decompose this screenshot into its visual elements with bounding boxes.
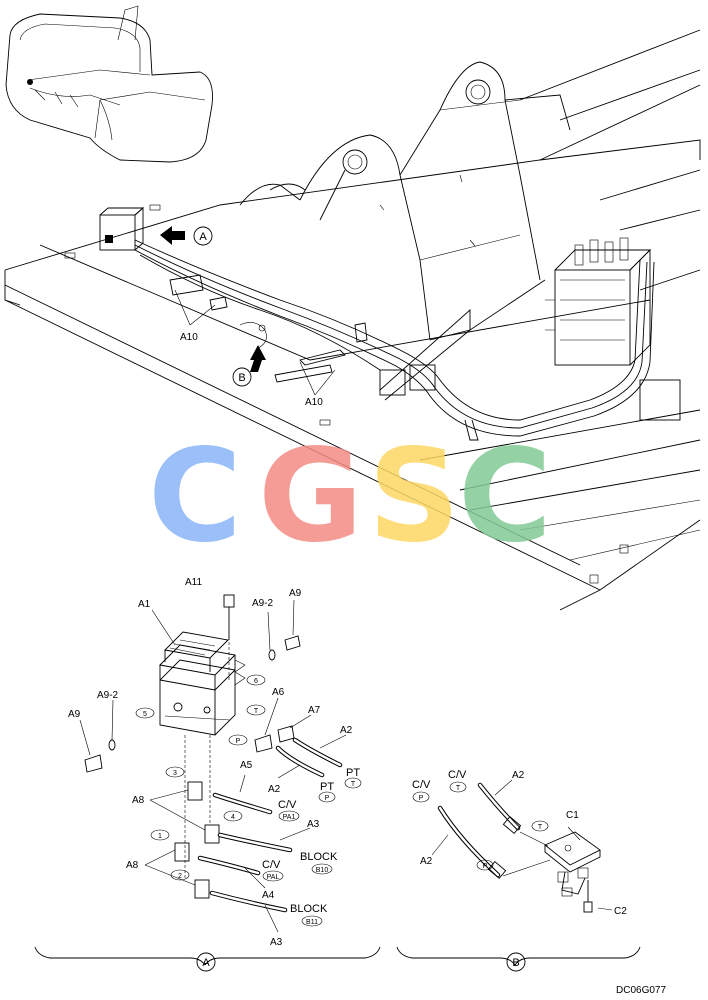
label-a2-left: A2	[268, 784, 281, 795]
watermark-letter-s: S	[368, 422, 460, 571]
label-a11: A11	[185, 577, 202, 588]
tag-port-t-b: T	[456, 785, 461, 792]
label-a3-lower: A3	[270, 937, 283, 948]
callout-arrow-b	[250, 345, 266, 372]
label-a9-2-left: A9-2	[97, 690, 119, 701]
drawing-code: DC06G077	[616, 985, 666, 996]
tag-num-2: 2	[178, 873, 182, 880]
callout-a-circle-top	[193, 226, 213, 246]
label-c1: C1	[566, 810, 579, 821]
label-a7: A7	[308, 705, 321, 716]
tag-port-pal: PAL	[267, 874, 280, 881]
label-a1: A1	[138, 599, 151, 610]
label-a10-right: A10	[305, 397, 323, 408]
tag-port-t-upper: T	[254, 708, 259, 715]
detail-b-drawing	[431, 779, 613, 913]
callout-a-label-bottom: A	[202, 957, 210, 969]
label-cv-pa1: C/V	[278, 799, 297, 811]
tag-num-1: 1	[158, 833, 162, 840]
label-a8-top: A8	[132, 795, 145, 806]
label-a4: A4	[262, 890, 275, 901]
label-block-b10: BLOCK	[300, 851, 338, 863]
callout-b-label-bottom: B	[512, 957, 519, 969]
detail-a-bracket	[34, 946, 381, 972]
callout-b-label-top: B	[238, 372, 245, 384]
tag-port-pa1: PA1	[283, 814, 296, 821]
label-a10-left: A10	[180, 332, 198, 343]
watermark-letter-c1: C	[148, 422, 242, 571]
detail-a-port-tags: 5 6 T P 3 4 1 2 P T PA1 PAL B10 B11	[135, 674, 362, 927]
label-c2: C2	[614, 906, 627, 917]
tag-num-3: 3	[173, 770, 177, 777]
pilot-hose-routing	[99, 207, 655, 441]
label-cv-b-right: C/V	[448, 769, 467, 781]
cgsc-watermark: C G S C	[148, 422, 552, 571]
label-block-b11: BLOCK	[290, 903, 328, 915]
label-pt-1: PT	[320, 781, 334, 793]
label-a6: A6	[272, 687, 285, 698]
label-cv-pal: C/V	[262, 859, 281, 871]
tag-num-4: 4	[231, 814, 235, 821]
label-a9-top: A9	[289, 588, 302, 599]
tag-port-t-pt: T	[351, 781, 356, 788]
callout-arrow-a	[160, 226, 185, 245]
detail-b-port-tags: P T T P	[412, 781, 549, 871]
watermark-letter-c2: C	[458, 422, 552, 571]
callout-a-label-top: A	[199, 231, 207, 243]
tag-port-p-upper: P	[236, 738, 241, 745]
callout-b-circle-top	[232, 367, 252, 387]
detail-b-bracket	[396, 946, 641, 972]
label-a5: A5	[240, 760, 253, 771]
tag-port-p-pt: P	[325, 795, 330, 802]
label-a9-left: A9	[68, 709, 81, 720]
label-a3-upper: A3	[307, 819, 320, 830]
upper-frame-drawing	[4, 29, 701, 611]
label-pt-2: PT	[346, 767, 360, 779]
label-a2-right: A2	[340, 725, 353, 736]
tag-port-b11: B11	[306, 919, 318, 926]
watermark-letter-g: G	[258, 422, 363, 571]
seat-inset-drawing	[5, 5, 213, 163]
label-a2-b-bottom: A2	[420, 856, 433, 867]
tag-num-5-left: 5	[143, 711, 147, 718]
label-a8-bottom: A8	[126, 860, 139, 871]
tag-num-6: 6	[254, 678, 258, 685]
tag-port-b10: B10	[316, 867, 329, 874]
tag-port-p-b2: P	[483, 863, 488, 870]
label-cv-b-left: C/V	[412, 779, 431, 791]
label-a9-2-top: A9-2	[252, 598, 274, 609]
detail-a-drawing	[79, 594, 347, 933]
label-a2-b-top: A2	[512, 770, 525, 781]
tag-port-p-b: P	[419, 795, 424, 802]
tag-port-t-b2: T	[538, 824, 543, 831]
